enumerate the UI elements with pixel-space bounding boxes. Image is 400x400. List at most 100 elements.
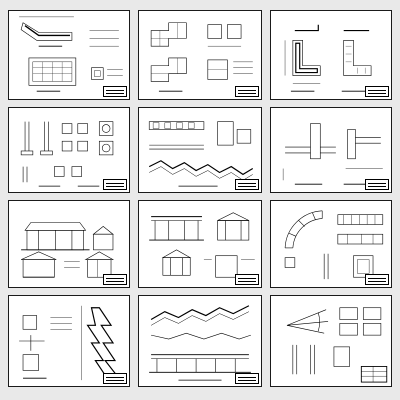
drawing-sheet-7 — [8, 200, 130, 288]
stepped-corridor-plan — [86, 307, 121, 379]
detail-inner — [357, 259, 370, 274]
sheet-8-drawing — [149, 212, 255, 278]
gable-section — [20, 251, 57, 260]
curved-pergola-inner — [292, 218, 323, 248]
detail-box — [284, 257, 296, 268]
title-block — [235, 179, 259, 190]
detail-box — [362, 323, 382, 336]
title-block — [103, 373, 127, 384]
title-block — [365, 86, 389, 97]
section-detail — [77, 140, 88, 152]
curved-pergola-outer — [284, 210, 323, 248]
title-block — [103, 86, 127, 97]
footing-circle — [101, 124, 111, 133]
gable-section-2 — [84, 251, 115, 260]
l-corridor-plan-2 — [343, 40, 372, 76]
drawing-sheet-6 — [270, 107, 392, 193]
title-block — [365, 179, 389, 190]
detail-box — [215, 255, 238, 278]
footing-plan — [98, 140, 114, 156]
section-detail — [61, 140, 73, 152]
detail-box — [353, 255, 374, 278]
beam-opening — [164, 122, 171, 129]
column-detail — [91, 67, 104, 80]
sheet-3-drawing — [284, 24, 372, 92]
pavilion-section-body — [22, 259, 55, 278]
detail-box — [22, 315, 38, 330]
sheet-5-drawing — [148, 121, 254, 187]
section-detail — [61, 123, 73, 134]
angled-plan-hatch — [24, 25, 70, 37]
beam-elevation — [148, 121, 205, 130]
angled-plan-outline — [20, 22, 73, 41]
drawing-sheet-8 — [138, 200, 262, 288]
beam-opening — [152, 122, 160, 129]
pavilion-section — [93, 233, 114, 251]
elevation-strip — [337, 214, 384, 225]
sheet-title-block — [360, 365, 388, 383]
section-detail — [54, 166, 65, 177]
drawing-sheet-1 — [8, 10, 130, 100]
drawing-sheet-12 — [270, 295, 392, 387]
sheet-12-drawing — [286, 307, 388, 383]
rectangular-plan-outline — [28, 57, 77, 86]
title-block — [235, 373, 259, 384]
title-block — [103, 179, 127, 190]
detail-box — [339, 307, 358, 320]
pergola-rafter — [312, 212, 316, 220]
sheet-2-drawing — [150, 22, 253, 92]
l-corridor-hatch — [295, 42, 318, 74]
section-detail — [217, 121, 234, 146]
section-detail — [77, 123, 88, 134]
beam-opening — [188, 122, 195, 129]
footing-plan — [98, 121, 114, 136]
pavilion-section-body-2 — [87, 259, 112, 278]
zigzag-roof-section — [151, 332, 251, 340]
sheet-7-drawing — [20, 222, 115, 278]
detail-box — [227, 24, 242, 39]
zigzag-roof-plan-inner — [150, 311, 250, 326]
stepped-plan-outline-2 — [150, 57, 187, 82]
beam-opening — [176, 122, 183, 129]
detail-box — [339, 323, 358, 336]
sheet-1-drawing — [19, 16, 123, 92]
section-detail — [236, 129, 252, 144]
pergola-rafter — [288, 232, 296, 237]
gable-elevation — [217, 212, 249, 221]
frame-plan-column — [310, 123, 321, 160]
fan-plan-ray — [286, 321, 329, 326]
sheet-11-drawing — [149, 305, 251, 381]
fan-plan-ray — [286, 325, 325, 334]
drawing-sheet-5 — [138, 107, 262, 193]
drawing-sheet-2 — [138, 10, 262, 100]
title-block — [235, 274, 259, 285]
stepped-plan-outline — [150, 22, 187, 47]
drawing-sheet-4 — [8, 107, 130, 193]
detail-box — [362, 307, 382, 320]
section-detail — [71, 166, 82, 177]
detail-box — [333, 346, 350, 367]
l-corridor-plan — [292, 40, 321, 76]
corridor-elevation-body — [217, 220, 250, 241]
elevation-strip — [337, 233, 384, 245]
title-block — [103, 274, 127, 285]
title-block — [235, 86, 259, 97]
corridor-top-arm — [294, 24, 319, 32]
detail-box — [22, 354, 39, 371]
gable-elevation — [92, 226, 114, 235]
title-block — [365, 274, 389, 285]
sheet-6-drawing — [282, 123, 383, 185]
corridor-section-body — [162, 257, 191, 276]
footing — [20, 150, 34, 156]
fan-plan-ray — [286, 309, 327, 326]
detail-box — [207, 24, 222, 39]
zigzag-roof-plan — [150, 305, 250, 320]
drawing-sheet-3 — [270, 10, 392, 100]
fan-plan-arc — [318, 312, 320, 332]
roof-elevation — [24, 222, 87, 231]
drawing-sheet-10 — [8, 295, 130, 387]
sheet-4-drawing — [20, 121, 114, 187]
drawing-sheet-9 — [270, 200, 392, 288]
pergola-rafter — [298, 220, 305, 227]
